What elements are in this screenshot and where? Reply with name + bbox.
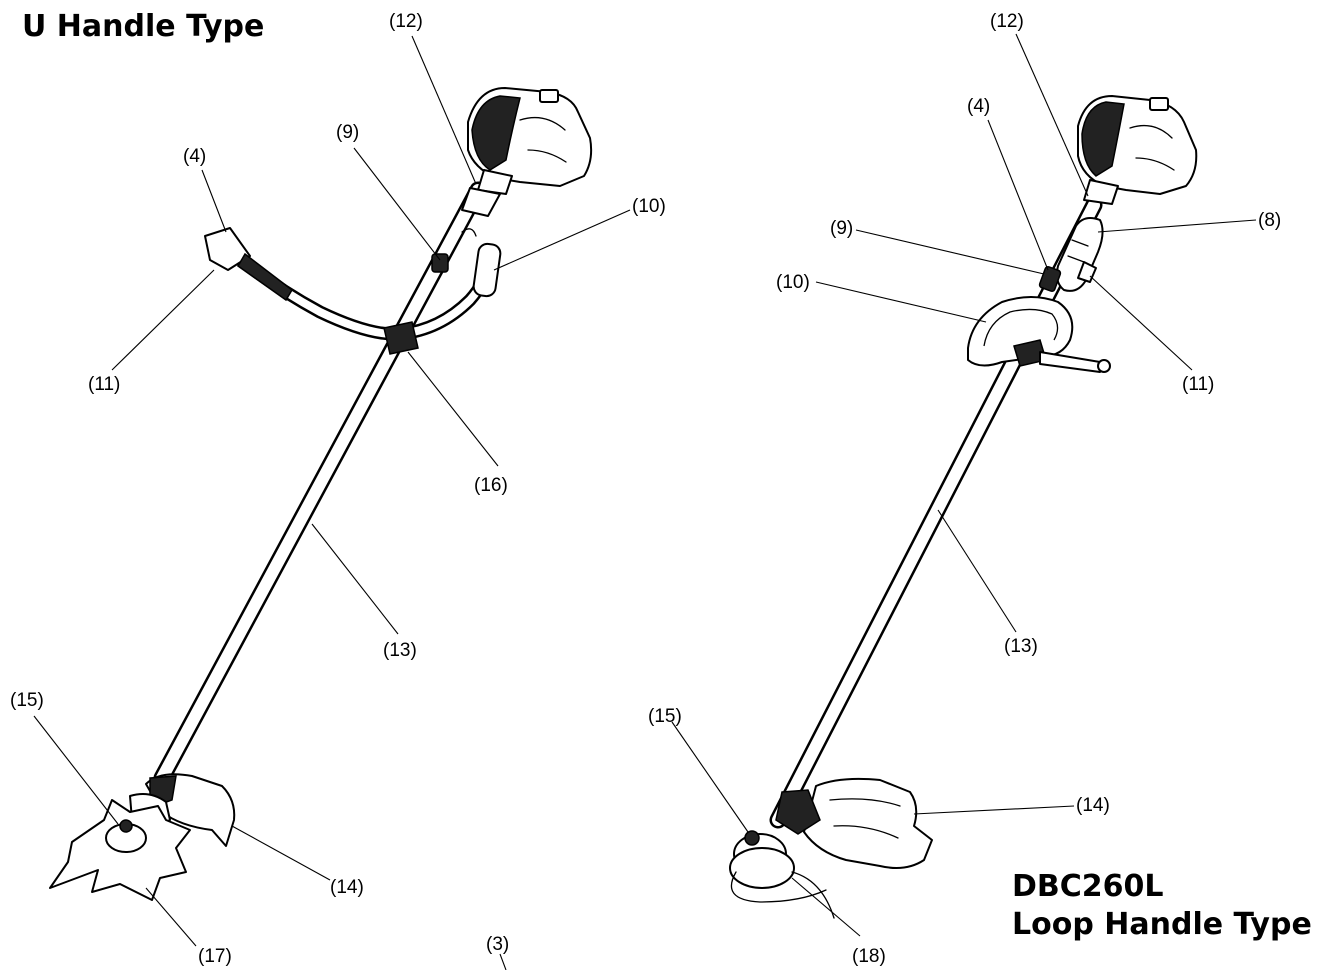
left-leaders (33, 35, 631, 970)
left-handle-clamp (383, 321, 419, 355)
left-u-handle (219, 241, 497, 341)
left-callout-12: (12) (389, 11, 423, 32)
right-callout-13: (13) (1004, 636, 1038, 657)
right-callout-10: (10) (776, 272, 810, 293)
left-callout-16: (16) (474, 475, 508, 496)
left-callout-11: (11) (88, 374, 120, 395)
right-callout-4: (4) (967, 96, 990, 117)
left-callout-13: (13) (383, 640, 417, 661)
model-number: DBC260L (1012, 869, 1164, 904)
left-engine (467, 87, 593, 195)
right-callout-12: (12) (990, 11, 1024, 32)
right-engine (1077, 95, 1198, 205)
left-callout-4: (4) (183, 146, 206, 167)
right-leaders (671, 33, 1257, 937)
left-cutting-head (49, 773, 236, 901)
right-callouts: (12) (4) (8) (9) (10) (11) (13) (15) (14… (648, 11, 1281, 967)
right-callout-9: (9) (830, 218, 853, 239)
left-callouts: (12) (4) (9) (10) (11) (16) (13) (15) (1… (10, 11, 666, 967)
left-callout-10: (10) (632, 196, 666, 217)
right-callout-15: (15) (648, 706, 682, 727)
right-callout-11: (11) (1182, 374, 1214, 395)
left-callout-14: (14) (330, 877, 364, 898)
u-handle-title: U Handle Type (22, 9, 264, 44)
loop-handle-title: Loop Handle Type (1012, 907, 1312, 942)
left-callout-15: (15) (10, 690, 44, 711)
loop-handle-machine (729, 95, 1198, 919)
right-callout-8: (8) (1258, 210, 1281, 231)
u-handle-machine (49, 87, 593, 901)
right-callout-14: (14) (1076, 795, 1110, 816)
left-callout-3: (3) (486, 934, 509, 955)
right-cutting-head (729, 777, 933, 919)
left-callout-17: (17) (198, 946, 232, 967)
right-loop-handle (967, 296, 1074, 367)
left-callout-9: (9) (336, 122, 359, 143)
right-callout-18: (18) (852, 946, 886, 967)
right-rear-grip (1055, 217, 1104, 292)
